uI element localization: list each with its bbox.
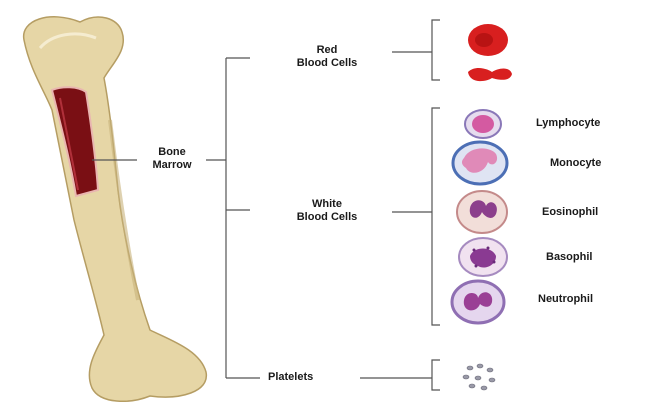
- monocyte-cell: [453, 142, 507, 184]
- platelets-label: Platelets: [268, 371, 313, 384]
- red-blood-cells-label: Red Blood Cells: [262, 44, 392, 70]
- femur-bone: [24, 17, 207, 401]
- bone-shape: [24, 17, 207, 401]
- platelets-bracket: [432, 360, 440, 390]
- basophil-cell: [459, 238, 507, 276]
- red-bracket: [432, 20, 440, 80]
- red-cell-side: [468, 68, 512, 81]
- eosinophil-cell: [457, 191, 507, 233]
- lymphocyte-label: Lymphocyte: [536, 117, 600, 130]
- white-blood-cells-label: White Blood Cells: [262, 198, 392, 224]
- bone-marrow-label-line1: Bone: [140, 146, 204, 159]
- monocyte-label: Monocyte: [550, 157, 601, 170]
- lymphocyte-cell: [465, 110, 501, 138]
- red-blood-cell-illustrations: [468, 24, 512, 81]
- neutrophil-label: Neutrophil: [538, 293, 593, 306]
- platelets-illustration: [463, 364, 495, 390]
- basophil-label: Basophil: [546, 251, 592, 264]
- bone-marrow-label: Bone Marrow: [140, 146, 204, 172]
- red-cell-round-center: [475, 33, 493, 47]
- white-bracket: [432, 108, 440, 325]
- eosinophil-label: Eosinophil: [542, 206, 598, 219]
- red-blood-cells-label-line2: Blood Cells: [262, 57, 392, 70]
- white-blood-cells-label-line1: White: [262, 198, 392, 211]
- bone-marrow-label-line2: Marrow: [140, 159, 204, 172]
- white-blood-cells-label-line2: Blood Cells: [262, 211, 392, 224]
- neutrophil-cell: [452, 281, 504, 323]
- red-blood-cells-label-line1: Red: [262, 44, 392, 57]
